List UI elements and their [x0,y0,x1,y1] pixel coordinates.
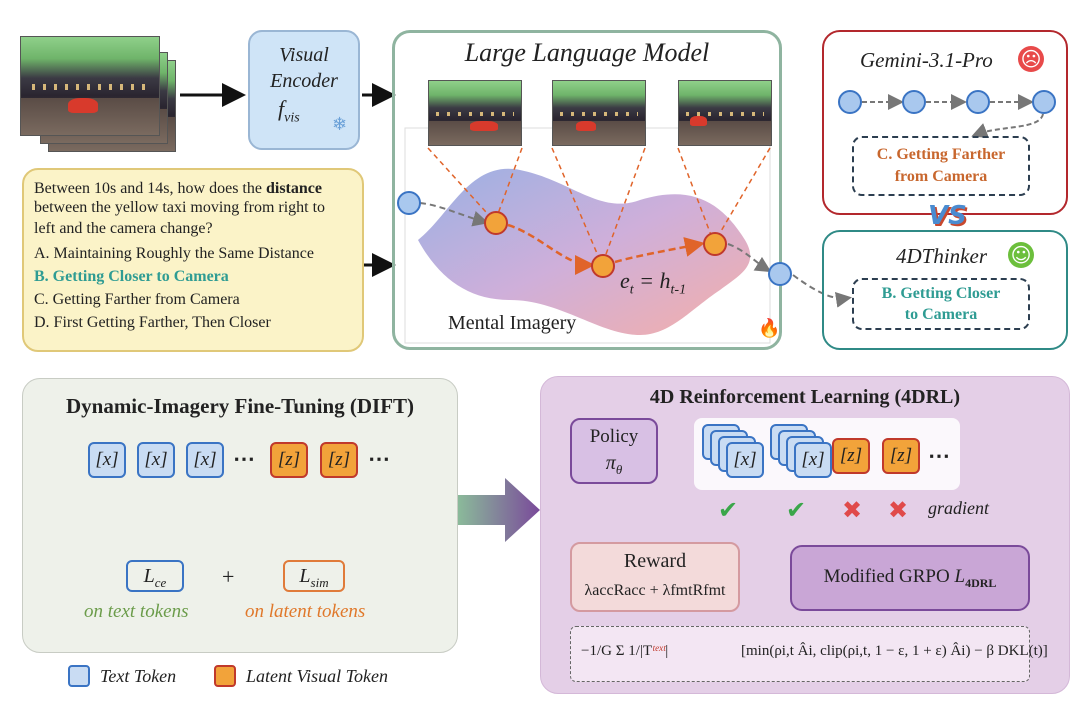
dift-panel [22,378,458,653]
llm-frame-image-3 [678,80,772,146]
gradient-label: gradient [928,498,989,518]
output-text-node [768,262,792,286]
thinker-answer-line1: B. Getting Closer [881,285,1001,302]
path-output [727,243,772,273]
option-a: A. Maintaining Roughly the Same Distance [34,245,314,262]
reward-box: Reward λaccRacc + λfmtRfmt [570,542,740,612]
text-token: [x] [794,442,832,478]
ellipsis: ⋯ [233,446,255,471]
text-token: [x] [186,442,224,478]
gemini-title: Gemini-3.1-Pro [860,48,993,72]
question-line1: Between 10s and 14s, how does the distan… [34,180,322,197]
gemini-chain-node [838,90,862,114]
reward-label: Reward [623,550,687,572]
llm-frame-image-1 [428,80,522,146]
plus-sign: + [222,564,235,589]
loss-ce-box: Lce [126,560,184,592]
check-icon: ✔ [718,496,739,524]
text-token: [x] [137,442,175,478]
video-frame [20,36,160,136]
vs-label: VS [928,201,967,231]
cross-icon: ✖ [888,496,909,524]
ellipsis: ⋯ [928,443,950,468]
gemini-frame [822,30,1068,215]
reward-formula: λaccRacc + λfmtRfmt [584,582,726,599]
fire-icon: 🔥 [758,318,781,338]
dift-title: Dynamic-Imagery Fine-Tuning (DIFT) [65,394,415,418]
llm-frame [392,30,782,350]
latent-node [484,211,508,235]
loss-formula-box: −1/G Σ 1/|Tᵗᵉˣᵗ| [min(ρi,t Âi, clip(ρi,t… [570,626,1048,682]
llm-frame-image-2 [552,80,646,146]
gemini-chain-edge [971,113,1044,138]
on-text-tokens-label: on text tokens [84,601,189,622]
grpo-box: Modified GRPO L4DRL [790,545,1030,611]
legend-latent-token-label: Latent Visual Token [246,666,389,686]
mental-imagery-label: Mental Imagery [448,312,577,334]
projection-line [427,147,496,223]
projection-line [713,147,771,244]
latent-token: [z] [832,438,870,474]
policy-box: Policy πθ [570,418,658,484]
drl-title: 4D Reinforcement Learning (4DRL) [649,386,961,408]
gemini-chain-node [966,90,990,114]
loss-sim-box: Lsim [283,560,345,592]
sad-face-icon: ☹ [1018,46,1044,72]
option-b: B. Getting Closer to Camera [34,268,229,285]
legend-text-token-label: Text Token [100,666,177,686]
projection-line [551,147,603,266]
formula-right: [min(ρi,t Âi, clip(ρi,t, 1 − ε, 1 + ε) Â… [741,643,1048,659]
ellipsis: ⋯ [368,446,390,471]
mental-imagery-surface [418,168,751,335]
encoder-label-line2: Encoder [270,70,338,92]
projection-line [601,147,646,266]
formula-left: −1/G Σ 1/|Tᵗᵉˣᵗ| [581,643,669,659]
latent-token: [z] [882,438,920,474]
visual-encoder-box: Visual Encoder fvis ❄ [248,30,360,150]
check-icon: ✔ [786,496,807,524]
latent-token: [z] [320,442,358,478]
gemini-answer-box: C. Getting Farther from Camera [852,136,1030,196]
thinker-answer-box: B. Getting Closer to Camera [852,278,1030,330]
gemini-chain-node [1032,90,1056,114]
thinker-answer-line2: to Camera [904,306,978,323]
gemini-chain-node [902,90,926,114]
question-box [22,168,364,352]
option-c: C. Getting Farther from Camera [34,291,240,308]
text-token: [x] [726,442,764,478]
thinker-frame [822,230,1068,350]
legend-text-token-swatch [68,665,90,687]
encoder-symbol: fvis [278,96,300,126]
on-latent-tokens-label: on latent tokens [245,601,366,622]
latent-equation: et = ht-1 [620,268,687,298]
projection-line [494,147,523,223]
happy-face-icon: ☺ [1008,242,1034,268]
cross-icon: ✖ [842,496,863,524]
text-token: [x] [88,442,126,478]
input-text-node [397,191,421,215]
path-input [419,202,489,227]
latent-node [703,232,727,256]
latent-node [591,254,615,278]
question-line3: left and the camera change? [34,220,213,237]
legend-latent-token-swatch [214,665,236,687]
policy-symbol: πθ [605,452,623,477]
projection-line [677,147,715,244]
snowflake-icon: ❄ [332,114,348,134]
policy-label: Policy [589,426,639,447]
dift-to-drl-arrow [450,478,540,542]
option-d: D. First Getting Farther, Then Closer [34,314,271,331]
gemini-answer-line2: from Camera [894,168,988,185]
path-latent-1 [507,223,595,275]
question-line2: between the yellow taxi moving from righ… [34,199,326,216]
thinker-title: 4DThinker [896,244,987,268]
gemini-answer-line1: C. Getting Farther [876,146,1006,163]
encoder-label-line1: Visual [279,44,329,66]
path-latent-2 [614,237,705,264]
latent-token: [z] [270,442,308,478]
llm-title: Large Language Model [464,38,710,67]
